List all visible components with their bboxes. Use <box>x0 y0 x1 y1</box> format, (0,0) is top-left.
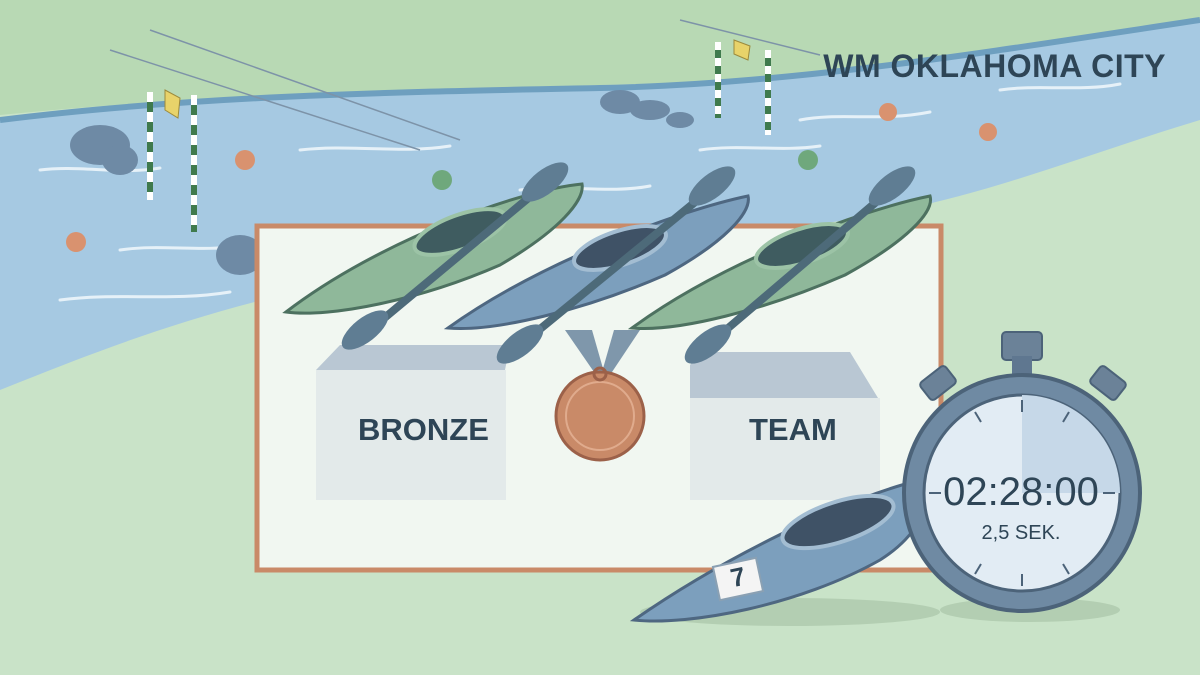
kayak-left <box>282 162 584 350</box>
kayak-middle <box>443 166 750 364</box>
stopwatch-time: 02:28:00 <box>943 470 1099 514</box>
team-label: TEAM <box>749 412 837 447</box>
river <box>0 20 1200 390</box>
podium <box>316 345 880 500</box>
kayak-right <box>627 166 933 364</box>
bronze-medal <box>554 330 646 462</box>
bronze-label: BRONZE <box>358 412 489 447</box>
gate-flags <box>164 39 751 119</box>
gate-wires <box>109 19 821 151</box>
stopwatch-sub-label: 2,5 SEK. <box>981 522 1061 544</box>
rocks <box>70 90 694 275</box>
gate-poles <box>147 42 771 232</box>
far-bank <box>0 0 1200 115</box>
buoys <box>66 103 997 252</box>
event-headline: WM OKLAHOMA CITY <box>823 48 1166 84</box>
stopwatch <box>902 331 1142 622</box>
